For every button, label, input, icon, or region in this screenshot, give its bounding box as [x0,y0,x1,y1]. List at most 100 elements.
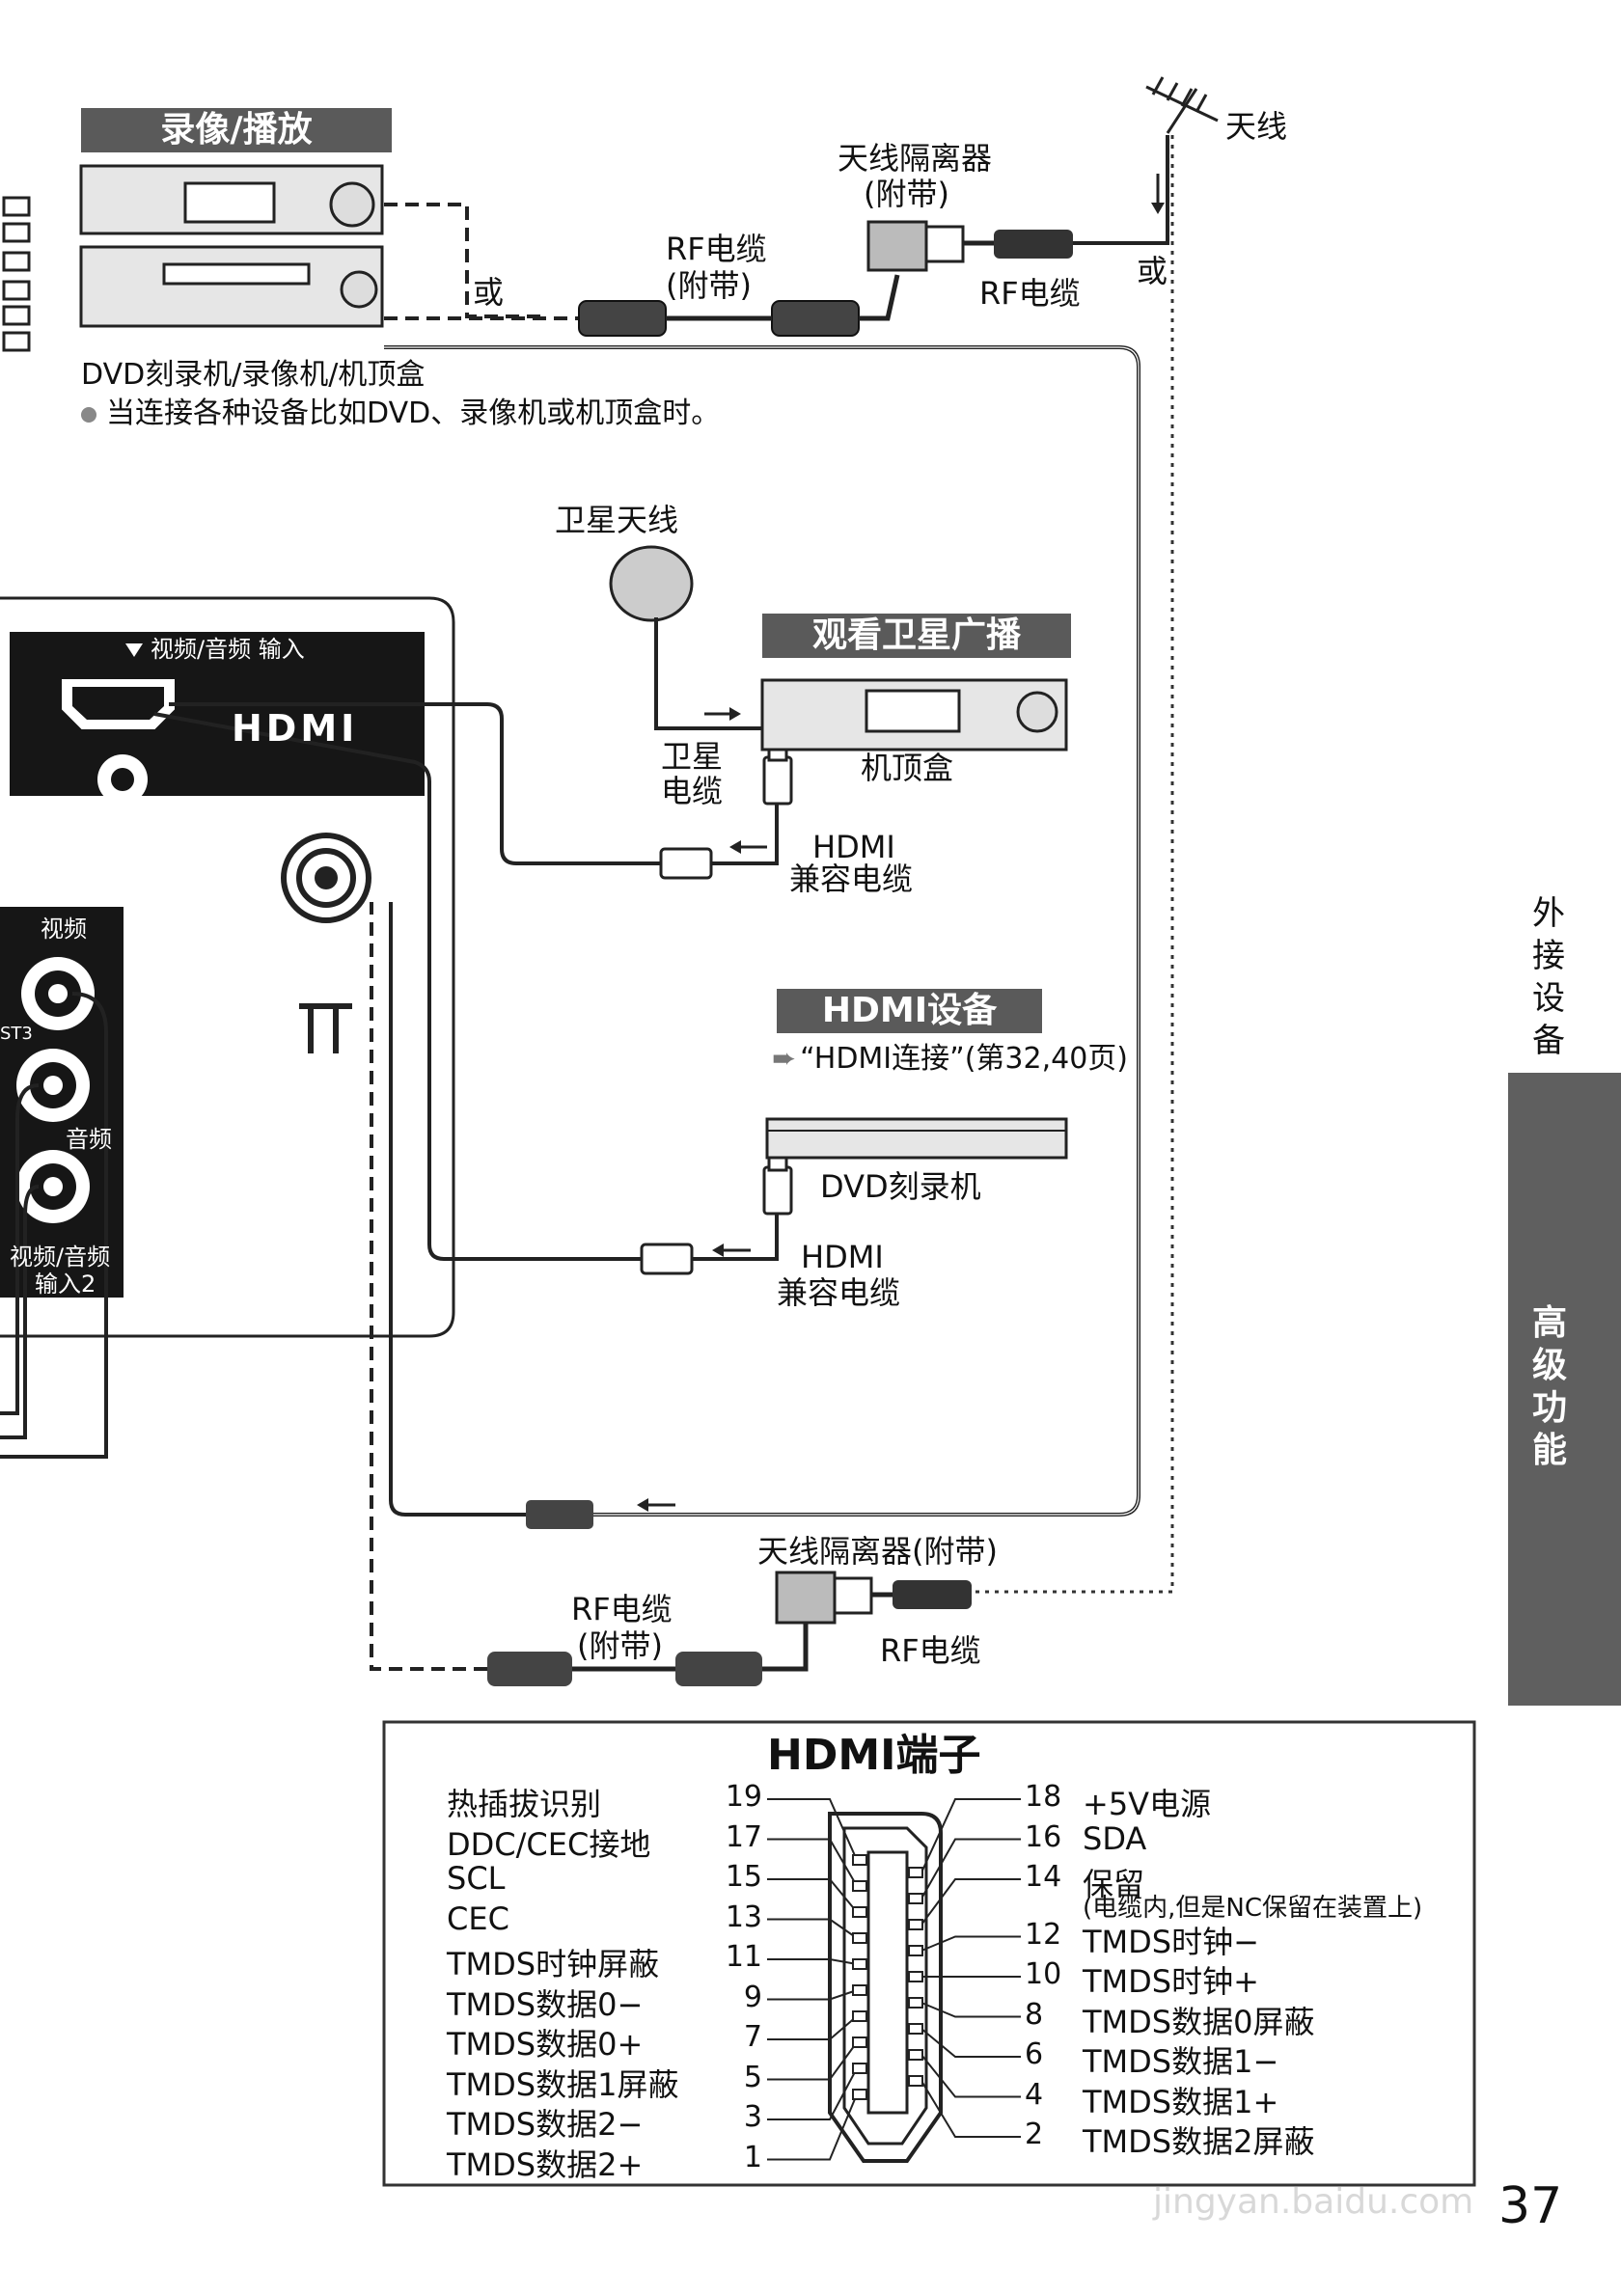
pin-leader-right [920,2028,1021,2058]
splitter-supplied-top: (附带) [864,176,949,212]
splitter-bottom-icon [775,1571,972,1625]
pin-number-left: 3 [743,2100,762,2134]
hdmi-cable-dvd-2: 兼容电缆 [777,1274,901,1311]
sidebar-section-label: 外接设备 [1532,894,1565,1060]
rca-plugs-icon [2,196,31,352]
antenna-icon [1145,76,1219,134]
pin-label-right: TMDS数据0屏蔽 [1083,2003,1315,2040]
or-label-1: 或 [473,274,505,311]
rf-connector-top-icon [578,300,860,337]
pin-leader-left [767,1918,858,1939]
pin-number-left: 9 [743,1980,762,2014]
sidebar-chapter-label: 高级功能 [1532,1303,1568,1470]
pin-mark-left [852,1984,867,1996]
splitter-label-top: 天线隔离器 [838,140,993,177]
pin-number-left: 17 [725,1819,762,1854]
pin-mark-right [908,1919,923,1930]
pin-leader-left [767,1958,858,1965]
hdmi-cable-stb-2: 兼容电缆 [789,861,914,897]
tv-input-label: 视频/音频 输入 [125,636,305,664]
banner-hdmi-device: HDMI设备 [777,989,1042,1033]
pin-mark-right [908,1997,923,2009]
pin-mark-right [908,1945,923,1956]
splitter-top-icon [866,220,1073,272]
pin-mark-left [852,1906,867,1918]
hdmi-logo: HDMI [232,707,359,750]
dvd-recorder-label: DVD刻录机 [820,1168,981,1205]
pin-mark-right [908,1867,923,1878]
rf-cable-supplied-bottom-2: (附带) [577,1627,663,1664]
vcr-icon [79,245,384,328]
pin-leader-right [920,2002,1021,2018]
pin-label-left: DDC/CEC接地 [447,1825,651,1863]
rf-cable-supplied-top-1: RF电缆 [666,231,767,267]
audio-label: 音频 [66,1126,112,1153]
pin-number-left: 11 [725,1940,762,1974]
hdmi-ref-text: “HDMI连接”(第32,40页) [800,1042,1128,1076]
pin-number-left: 1 [743,2140,762,2174]
pin-mark-left [852,1854,867,1866]
watermark: jingyan.baidu.com [1153,2182,1474,2222]
pin-label-right: TMDS时钟+ [1083,1963,1259,2000]
tv-input-text: 视频/音频 输入 [151,636,305,663]
pin-leader-left [767,2041,858,2081]
satellite-dish-label: 卫星天线 [555,502,679,538]
pin-mark-left [852,2010,867,2022]
pin-number-right: 14 [1025,1860,1062,1894]
hdmi-terminal-title: HDMI端子 [767,1731,981,1780]
device-note-text: 当连接各种设备比如DVD、录像机或机顶盒时。 [106,396,721,430]
pin-label-right: TMDS时钟− [1083,1923,1259,1960]
device-note: 当连接各种设备比如DVD、录像机或机顶盒时。 [81,396,721,431]
satellite-cable-label-2: 电缆 [661,773,724,809]
pin-leader-left [767,2015,858,2040]
pin-mark-left [852,2089,867,2100]
pin-mark-left [852,2036,867,2048]
pin-label-left: TMDS数据2− [447,2106,644,2143]
arrow-right-icon: ➨ [772,1042,797,1076]
pin-number-right: 18 [1025,1780,1062,1814]
pin-label-right: TMDS数据1− [1083,2043,1279,2080]
set-top-box-icon [760,678,1068,752]
av2-label-1: 视频/音频 [10,1244,111,1271]
hdmi-port-icon [62,679,175,805]
pin-number-right: 4 [1025,2077,1044,2112]
pin-label-left: 热插拔识别 [447,1786,602,1822]
pin-number-left: 15 [725,1860,762,1894]
pin-number-right: 10 [1025,1957,1062,1991]
pin-leader-left [767,1989,858,2001]
rf-cable-supplied-top-2: (附带) [666,267,752,304]
hdmi-ref: ➨“HDMI连接”(第32,40页) [772,1042,1128,1077]
pin-mark-right [908,1893,923,1904]
pin-leader-right [920,1878,1021,1926]
page-number: 37 [1498,2177,1563,2235]
pin-leader-right [920,2054,1021,2098]
pin-number-left: 7 [743,2020,762,2054]
pin-leader-left [767,1798,858,1861]
pin-leader-right [920,1798,1021,1873]
pin-label-right: +5V电源 [1083,1786,1212,1822]
pin14-note: (电缆内,但是NC保留在装置上) [1083,1894,1423,1923]
rf-cable-top: RF电缆 [979,275,1081,312]
dvd-recorder-top-icon [79,164,384,235]
pin-leader-left [767,1838,858,1887]
pin-leader-left [767,2067,858,2120]
pin-number-right: 16 [1025,1819,1062,1854]
pin-number-right: 12 [1025,1917,1062,1952]
antenna-symbol-icon [299,1003,352,1053]
pin-label-left: TMDS时钟屏蔽 [447,1946,660,1982]
pin-leader-left [767,2093,858,2161]
device-caption: DVD刻录机/录像机/机顶盒 [81,358,426,392]
hdmi-cable-dvd-1: HDMI [801,1239,884,1275]
or-label-2: 或 [1137,253,1168,289]
pin-number-right: 2 [1025,2118,1044,2151]
pin-leader-right [920,1935,1021,1952]
pin-label-right: SDA [1083,1819,1147,1857]
pin-mark-right [908,1971,923,1982]
antenna-input-icon [281,833,371,923]
video-label: 视频 [41,916,87,943]
av2-label-2: 输入2 [35,1271,96,1298]
hdmi-plug-dvd-icon [762,1151,793,1216]
hdmi-cable-stb-1: HDMI [812,829,895,865]
pin-label-left: TMDS数据2+ [447,2146,644,2183]
pin-mark-left [852,1958,867,1970]
